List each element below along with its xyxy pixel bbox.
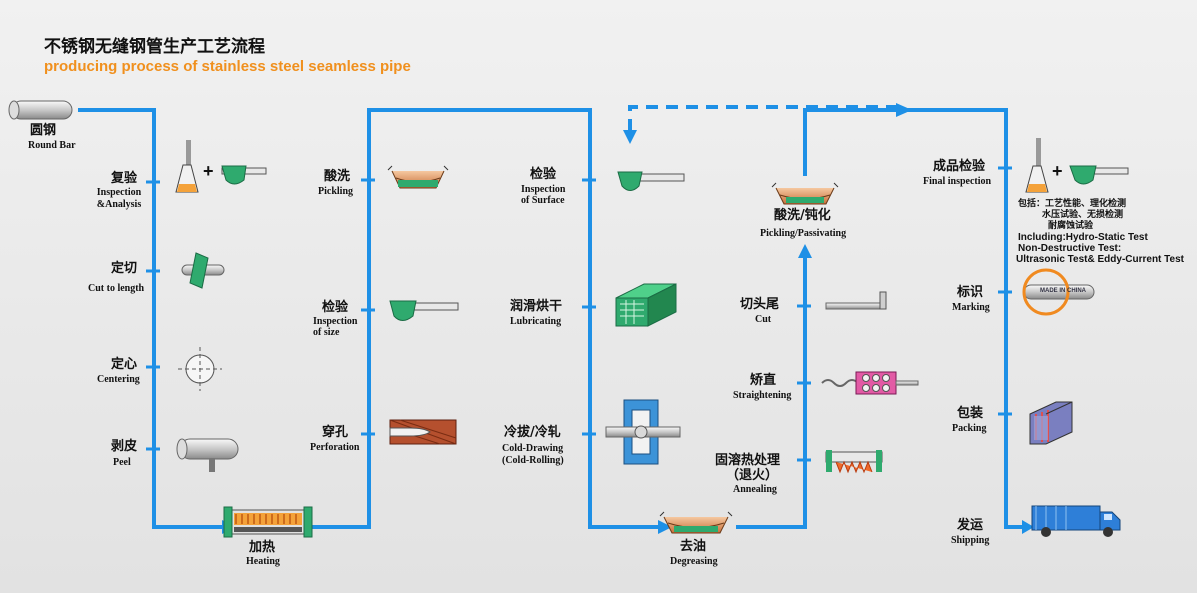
flow-line-top-right bbox=[803, 108, 898, 176]
label-round-bar-zh: 圆钢 bbox=[30, 123, 57, 138]
flow-ticks bbox=[146, 166, 1012, 462]
peeling-roller-icon bbox=[176, 438, 239, 472]
flow-lines bbox=[78, 105, 1024, 529]
label-shipping-zh: 发运 bbox=[957, 518, 984, 533]
straightener-icon bbox=[821, 371, 919, 395]
flow-line-column-2 bbox=[310, 108, 658, 529]
plus-sign-1: + bbox=[203, 161, 214, 181]
piercing-mill-icon bbox=[389, 419, 457, 445]
label-annealing-zh2: （退火） bbox=[726, 468, 779, 483]
label-perforation-zh: 穿孔 bbox=[322, 425, 349, 440]
label-inspection-analysis-zh: 复验 bbox=[111, 171, 138, 186]
label-inspection-size-en2: of size bbox=[313, 327, 340, 338]
label-packing-zh: 包装 bbox=[957, 406, 984, 421]
label-straightening-zh: 矫直 bbox=[750, 373, 777, 388]
flask-caliper-icon-2 bbox=[1025, 138, 1049, 193]
final-note-en2: Non-Destructive Test: bbox=[1018, 243, 1122, 254]
label-final-inspection-zh: 成品检验 bbox=[933, 159, 986, 174]
label-pickling-en: Pickling bbox=[318, 186, 354, 197]
label-marking-en: Marking bbox=[952, 302, 990, 313]
flow-line-column-1 bbox=[78, 108, 222, 529]
final-note-en1: Including:Hydro-Static Test bbox=[1018, 232, 1148, 243]
crosshair-icon bbox=[178, 347, 222, 391]
label-inspection-surface-en1: Inspection bbox=[521, 184, 566, 195]
saw-blade-icon bbox=[181, 252, 225, 289]
final-note-en3: Ultrasonic Test& Eddy-Current Test bbox=[1016, 254, 1184, 265]
label-annealing-zh1: 固溶热处理 bbox=[715, 453, 781, 468]
label-heating-zh: 加热 bbox=[249, 540, 276, 555]
title-chinese: 不锈钢无缝钢管生产工艺流程 bbox=[44, 37, 265, 57]
bundle-icon bbox=[1029, 401, 1073, 445]
degreasing-tank-icon bbox=[659, 511, 733, 534]
label-lubricating-zh: 润滑烘干 bbox=[510, 299, 563, 314]
drying-rack-icon bbox=[615, 283, 677, 327]
plus-sign-2: + bbox=[1052, 161, 1063, 181]
pipe-cut-icon bbox=[825, 291, 887, 310]
label-round-bar-en: Round Bar bbox=[28, 140, 76, 151]
label-cold-drawing-en2: (Cold-Rolling) bbox=[502, 455, 564, 466]
drawing-die-icon bbox=[605, 399, 681, 465]
label-straightening-en: Straightening bbox=[733, 390, 792, 401]
label-cut-en: Cut bbox=[755, 314, 772, 325]
label-cut-zh: 切头尾 bbox=[740, 297, 780, 312]
caliper-icon-1 bbox=[221, 165, 267, 185]
label-pickling-passivating-en: Pickling/Passivating bbox=[760, 228, 847, 239]
acid-tank-icon-2 bbox=[771, 182, 839, 205]
truck-icon bbox=[1031, 505, 1121, 537]
acid-tank-icon-1 bbox=[387, 165, 449, 189]
label-inspection-size-en1: Inspection bbox=[313, 316, 358, 327]
marked-pipe-icon bbox=[1022, 268, 1095, 316]
arrowhead-up-pickling bbox=[798, 244, 812, 258]
label-peel-en: Peel bbox=[113, 457, 131, 468]
caliper-icon-2 bbox=[389, 300, 459, 321]
flow-line-column-4 bbox=[900, 108, 1024, 529]
arrowhead-degreasing bbox=[658, 520, 672, 534]
label-centering-en: Centering bbox=[97, 374, 140, 385]
flask-caliper-icon-1 bbox=[175, 140, 199, 193]
label-marking-zh: 标识 bbox=[957, 285, 984, 300]
label-shipping-en: Shipping bbox=[951, 535, 990, 546]
furnace-icon bbox=[223, 506, 313, 538]
label-inspection-analysis-en2: &Analysis bbox=[96, 199, 142, 210]
final-note-zh2: 水压试验、无损检测 bbox=[1042, 210, 1124, 220]
label-heating-en: Heating bbox=[246, 556, 280, 567]
label-inspection-size-zh: 检验 bbox=[322, 300, 349, 315]
label-inspection-surface-zh: 检验 bbox=[530, 167, 557, 182]
label-perforation-en: Perforation bbox=[310, 442, 360, 453]
label-packing-en: Packing bbox=[952, 423, 987, 434]
label-degreasing-zh: 去油 bbox=[680, 539, 707, 554]
round-bar-icon bbox=[8, 100, 73, 120]
caliper-icon-3 bbox=[617, 171, 685, 191]
label-cold-drawing-en1: Cold-Drawing bbox=[502, 443, 564, 454]
final-note-zh3: 耐腐蚀试验 bbox=[1048, 221, 1094, 231]
caliper-icon-4 bbox=[1069, 165, 1129, 185]
label-cut-to-length-zh: 定切 bbox=[111, 261, 138, 276]
final-note-zh1: 包括：工艺性能、理化检测 bbox=[1018, 199, 1127, 209]
label-lubricating-en: Lubricating bbox=[510, 316, 562, 327]
arrowhead-top-right bbox=[896, 103, 912, 117]
arrowhead-shipping bbox=[1022, 520, 1034, 534]
marking-stamp-text: MADE IN CHINA bbox=[1040, 288, 1086, 294]
label-degreasing-en: Degreasing bbox=[670, 556, 718, 567]
label-peel-zh: 剥皮 bbox=[111, 439, 138, 454]
label-inspection-analysis-en1: Inspection bbox=[96, 187, 142, 198]
title-english: producing process of stainless steel sea… bbox=[44, 58, 411, 75]
label-inspection-surface-en2: of Surface bbox=[521, 195, 565, 206]
label-cut-to-length-en: Cut to length bbox=[88, 283, 145, 294]
label-annealing-en: Annealing bbox=[733, 484, 777, 495]
label-pickling-passivating-zh: 酸洗/钝化 bbox=[774, 208, 831, 223]
arrowhead-dashed-down bbox=[623, 130, 637, 144]
annealing-furnace-icon bbox=[825, 450, 883, 474]
label-cold-drawing-zh: 冷拔/冷轧 bbox=[504, 425, 561, 440]
flow-line-column-3-up bbox=[736, 258, 807, 529]
label-centering-zh: 定心 bbox=[111, 357, 138, 372]
flow-line-dashed-return bbox=[628, 105, 898, 130]
label-final-inspection-en: Final inspection bbox=[923, 176, 992, 187]
label-pickling-zh: 酸洗 bbox=[324, 169, 351, 184]
